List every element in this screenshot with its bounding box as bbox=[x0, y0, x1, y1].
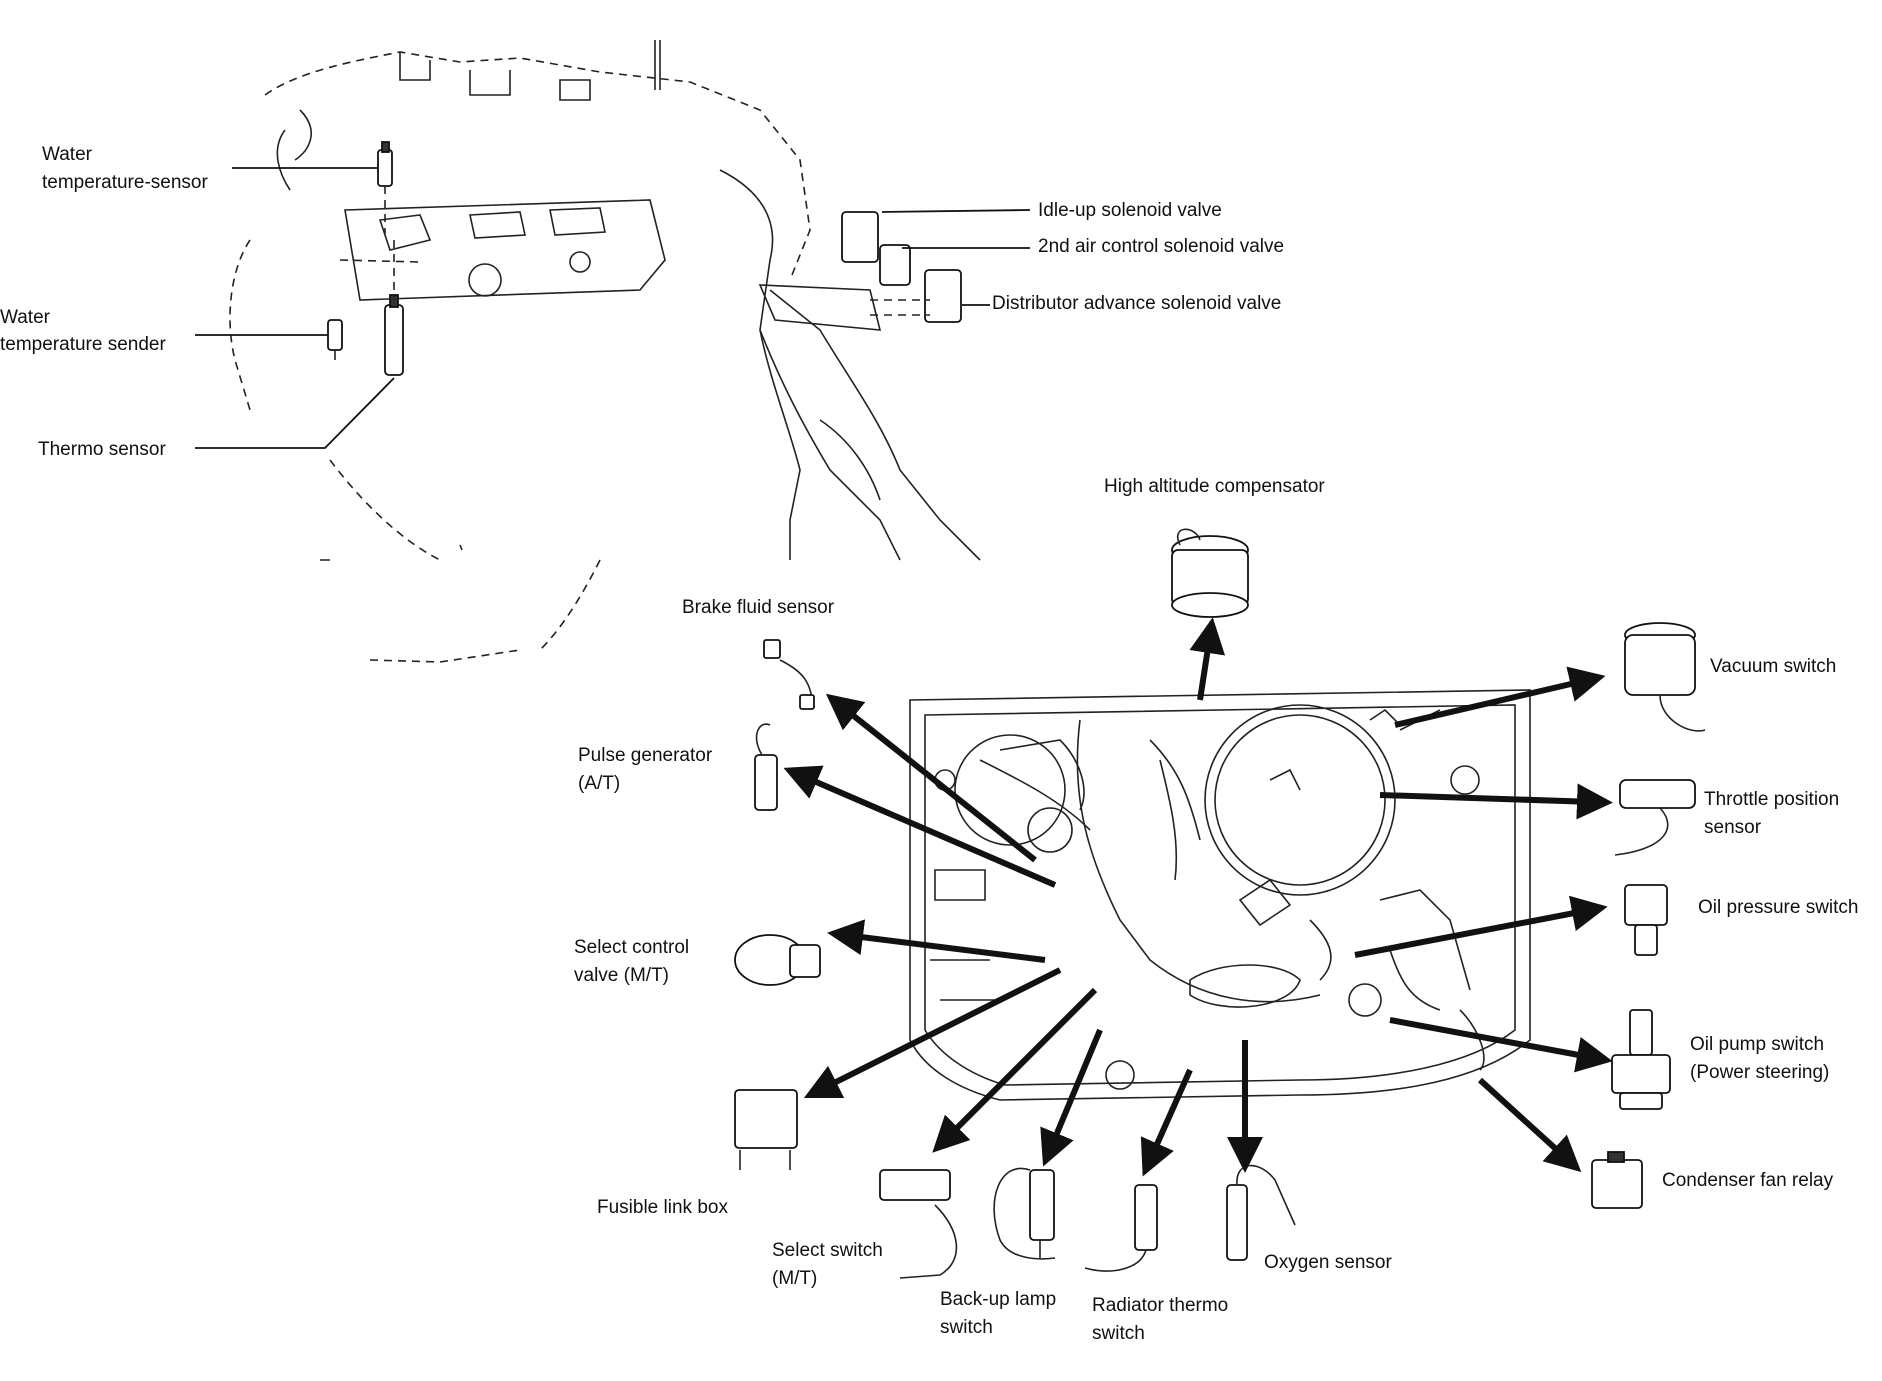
pulse-generator-part bbox=[754, 723, 778, 811]
label-pulse-generator-line1: Pulse generator bbox=[578, 745, 713, 766]
label-radiator-thermo-switch-line2: switch bbox=[1092, 1323, 1145, 1344]
oxygen-sensor-part bbox=[1226, 1164, 1296, 1261]
vacuum-switch-part bbox=[1624, 622, 1706, 732]
label-water-temp-sensor-line1: Water bbox=[42, 144, 93, 165]
label-pulse-generator-line2: (A/T) bbox=[578, 773, 620, 794]
label-condenser-fan-relay: Condenser fan relay bbox=[1662, 1170, 1834, 1191]
leader-thermo-sensor bbox=[195, 377, 395, 449]
label-water-temp-sender-line1: Water bbox=[0, 307, 51, 328]
select-switch-part bbox=[879, 1169, 958, 1279]
label-select-control-valve-line2: valve (M/T) bbox=[574, 965, 669, 986]
label-select-control-valve-line1: Select control bbox=[574, 937, 689, 958]
high-altitude-compensator-part bbox=[1171, 528, 1249, 618]
thermo-sensor-part bbox=[339, 240, 421, 376]
label-oil-pump-switch-line1: Oil pump switch bbox=[1690, 1034, 1824, 1055]
oil-pump-switch-part bbox=[1611, 1009, 1671, 1110]
label-water-temp-sender-line2: temperature sender bbox=[0, 334, 166, 355]
label-back-up-lamp-switch-line1: Back-up lamp bbox=[940, 1289, 1056, 1310]
water-temp-sender-part bbox=[327, 319, 343, 360]
throttle-position-sensor-part bbox=[1614, 779, 1696, 856]
label-vacuum-switch: Vacuum switch bbox=[1710, 656, 1836, 677]
label-throttle-position-sensor-line1: Throttle position bbox=[1704, 789, 1839, 810]
label-fusible-link-box: Fusible link box bbox=[597, 1197, 728, 1218]
leader-idle-up bbox=[881, 209, 1031, 213]
label-oil-pressure-switch: Oil pressure switch bbox=[1698, 897, 1859, 918]
pointer-arrows bbox=[783, 617, 1613, 1177]
solenoid-valves-part bbox=[758, 211, 962, 331]
label-select-switch-line2: (M/T) bbox=[772, 1268, 817, 1289]
label-high-altitude-compensator: High altitude compensator bbox=[1104, 476, 1325, 497]
label-distributor-advance-solenoid-valve: Distributor advance solenoid valve bbox=[992, 293, 1281, 314]
label-oxygen-sensor: Oxygen sensor bbox=[1264, 1252, 1392, 1273]
upper-engine-sketch bbox=[229, 40, 981, 663]
label-oil-pump-switch-line2: (Power steering) bbox=[1690, 1062, 1829, 1083]
engine-bay-drawing bbox=[909, 689, 1531, 1101]
fusible-link-box-part bbox=[734, 1089, 798, 1170]
radiator-thermo-switch-part bbox=[1084, 1184, 1158, 1272]
brake-fluid-sensor-part bbox=[763, 639, 815, 710]
condenser-fan-relay-part bbox=[1591, 1151, 1643, 1209]
label-radiator-thermo-switch-line1: Radiator thermo bbox=[1092, 1295, 1228, 1316]
label-2nd-air-control-solenoid-valve: 2nd air control solenoid valve bbox=[1038, 236, 1284, 257]
label-thermo-sensor: Thermo sensor bbox=[38, 439, 166, 460]
label-water-temp-sensor-line2: temperature-sensor bbox=[42, 172, 208, 193]
label-idle-up-solenoid-valve: Idle-up solenoid valve bbox=[1038, 200, 1222, 221]
back-up-lamp-switch-part bbox=[993, 1167, 1056, 1260]
label-back-up-lamp-switch-line2: switch bbox=[940, 1317, 993, 1338]
label-throttle-position-sensor-line2: sensor bbox=[1704, 817, 1762, 838]
water-temp-sensor-part bbox=[377, 141, 393, 235]
label-select-switch-line1: Select switch bbox=[772, 1240, 883, 1261]
oil-pressure-switch-part bbox=[1624, 884, 1668, 956]
select-control-valve-part bbox=[734, 934, 821, 986]
label-brake-fluid-sensor: Brake fluid sensor bbox=[682, 597, 835, 618]
